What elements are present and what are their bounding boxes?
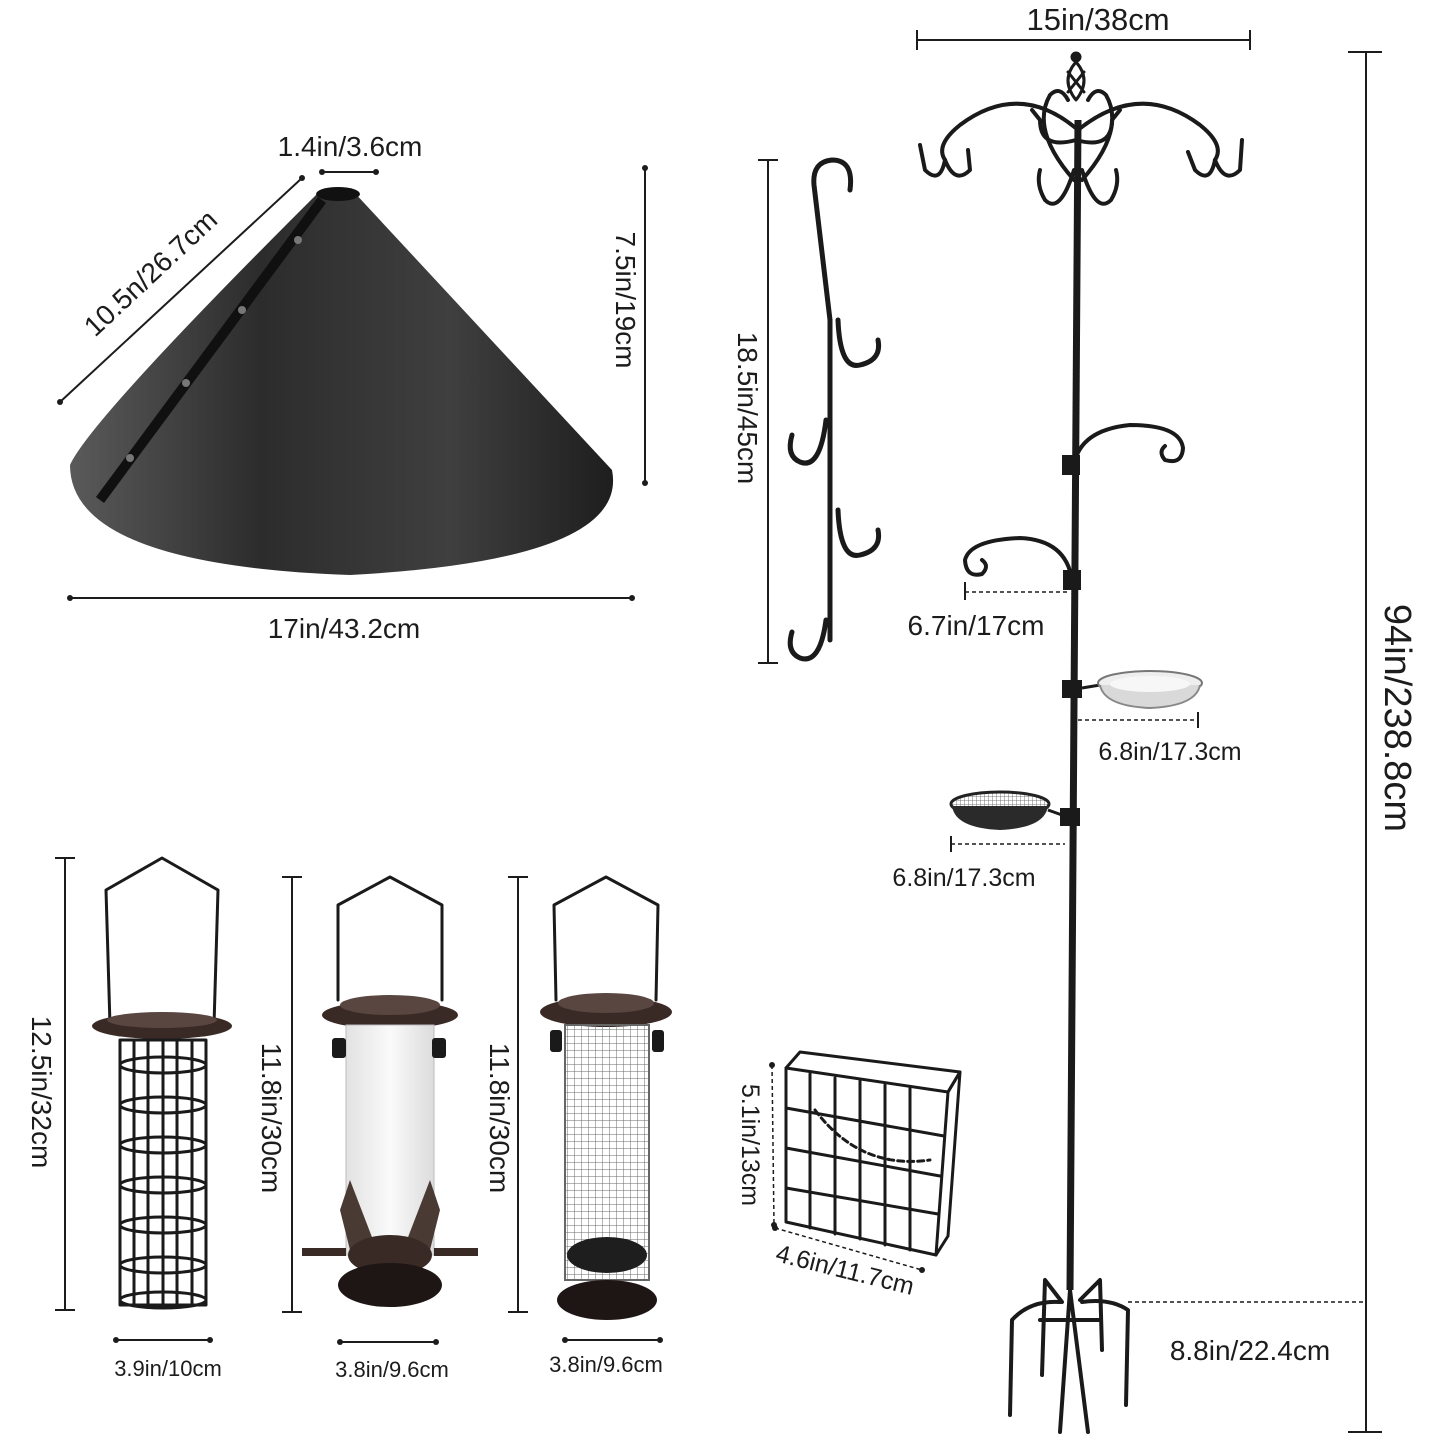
arm-length-dimension: 6.7in/17cm <box>908 582 1068 641</box>
hanger-length-dimension: 18.5in/45cm <box>732 159 778 664</box>
pole-height-label: 94in/238.8cm <box>1376 604 1418 832</box>
baffle-rivet <box>182 379 190 387</box>
baffle-rivet <box>238 306 246 314</box>
tray-clear-label: 6.8in/17.3cm <box>1098 738 1241 766</box>
baffle <box>70 187 614 575</box>
nut-width-dimension: 3.8in/9.6cm <box>549 1337 663 1377</box>
pole-width-label: 15in/38cm <box>1026 2 1169 37</box>
nut-width-label: 3.8in/9.6cm <box>549 1352 663 1377</box>
pole-arm-left <box>963 536 1081 590</box>
pole-height-dimension: 94in/238.8cm <box>1348 51 1418 1433</box>
seed-height-label: 11.8in/30cm <box>256 1043 287 1193</box>
seed-feeder <box>302 875 478 1307</box>
baffle-seam <box>95 197 327 503</box>
baffle-top-dimension: 1.4in/3.6cm <box>278 131 423 175</box>
pole-width-dimension: 15in/38cm <box>916 2 1251 50</box>
fatball-feeder <box>92 856 232 1310</box>
nut-height-dimension: 11.8in/30cm <box>484 876 528 1313</box>
fatball-width-dimension: 3.9in/10cm <box>113 1337 222 1381</box>
baffle-rivet <box>126 454 134 462</box>
pole-finial <box>1066 51 1086 102</box>
fatball-width-label: 3.9in/10cm <box>114 1356 222 1381</box>
base-spread-dimension: 8.8in/22.4cm <box>1128 1301 1366 1366</box>
baffle-top-hole <box>316 187 360 201</box>
pole-base <box>1008 1278 1130 1434</box>
baffle-height-label: 7.5in/19cm <box>610 232 641 369</box>
suet-width-label: 4.6in/11.7cm <box>773 1240 917 1301</box>
tray-clear <box>1062 670 1203 710</box>
suet-cage <box>784 1050 962 1257</box>
suet-height-label: 5.1in/13cm <box>736 1084 764 1206</box>
nut-height-label: 11.8in/30cm <box>484 1043 515 1193</box>
baffle-top-hole-label: 1.4in/3.6cm <box>278 131 423 162</box>
baffle-diameter-dimension: 17in/43.2cm <box>67 595 635 644</box>
hanger-bar <box>787 157 882 662</box>
pole-arm-right <box>1062 423 1185 475</box>
hanger-length-label: 18.5in/45cm <box>732 332 763 485</box>
tray-mesh <box>949 790 1080 830</box>
tray-clear-dimension: 6.8in/17.3cm <box>1078 712 1242 766</box>
baffle-cone <box>70 190 614 575</box>
nut-feeder <box>540 875 672 1320</box>
seed-width-label: 3.8in/9.6cm <box>335 1357 449 1382</box>
seed-height-dimension: 11.8in/30cm <box>256 876 302 1313</box>
pole-top-hooks <box>918 89 1244 206</box>
suet-height-dimension: 5.1in/13cm <box>736 1062 777 1228</box>
tray-mesh-dimension: 6.8in/17.3cm <box>892 836 1065 892</box>
tray-mesh-label: 6.8in/17.3cm <box>892 864 1035 892</box>
baffle-rivet <box>294 236 302 244</box>
fatball-height-dimension: 12.5in/32cm <box>26 857 75 1311</box>
baffle-height-dimension: 7.5in/19cm <box>610 165 648 486</box>
base-spread-label: 8.8in/22.4cm <box>1170 1335 1330 1366</box>
pole-shaft <box>1066 119 1082 1291</box>
baffle-diameter-label: 17in/43.2cm <box>268 613 421 644</box>
seed-width-dimension: 3.8in/9.6cm <box>335 1339 449 1382</box>
pole-assembly <box>918 51 1244 1434</box>
fatball-height-label: 12.5in/32cm <box>26 1016 57 1169</box>
arm-length-label: 6.7in/17cm <box>908 610 1045 641</box>
